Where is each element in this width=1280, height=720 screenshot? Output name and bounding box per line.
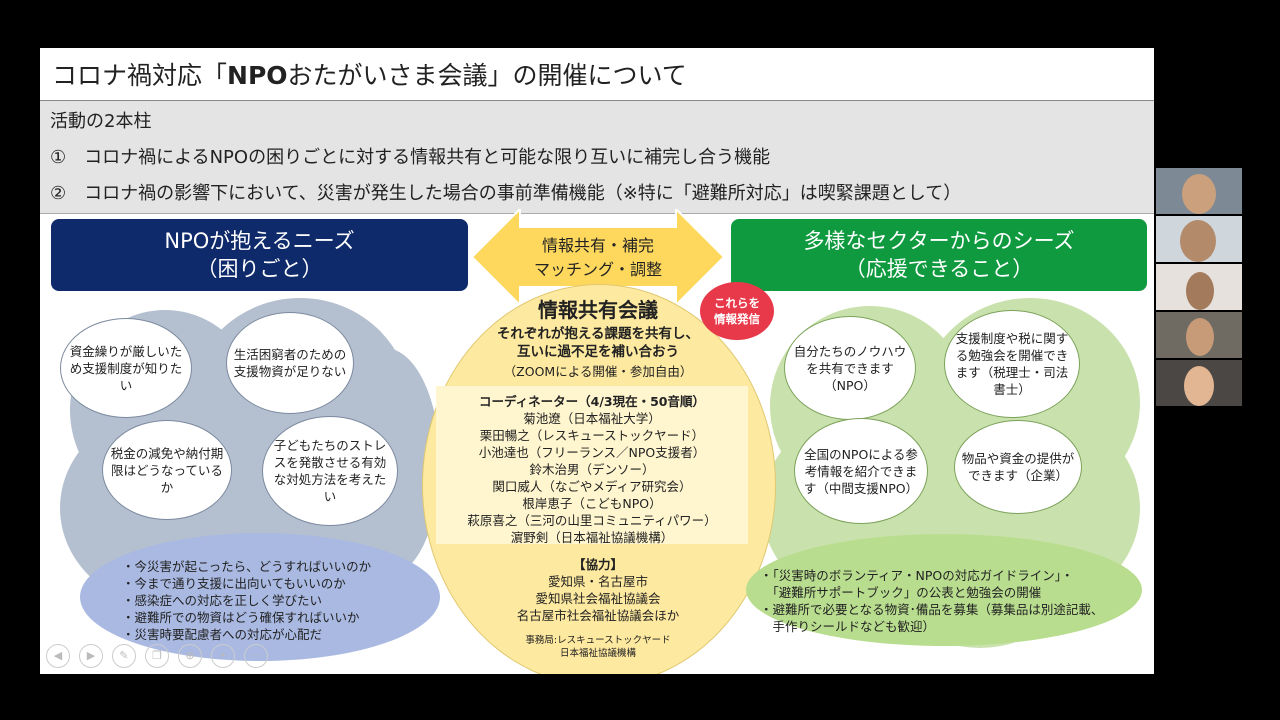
coordinator-item: 濵野剣（日本福祉協議機構）: [510, 530, 674, 545]
coordinator-box: [436, 386, 748, 544]
coordinator-heading: コーディネーター（4/3現在・50音順）: [479, 394, 705, 409]
coordinator-item: 菊池遼（日本福祉大学）: [523, 411, 661, 426]
double-arrow-icon: [472, 209, 724, 305]
coordinator-item: 小池達也（フリーランス／NPO支援者）: [478, 445, 706, 460]
participant-video[interactable]: [1156, 168, 1242, 214]
concern-item: ・感染症への対応を正しく学びたい: [122, 593, 323, 608]
needs-banner-line1: NPOが抱えるニーズ: [164, 229, 355, 253]
participant-face: [1186, 318, 1214, 356]
coop-heading: 【協力】: [572, 557, 623, 572]
badge-line1: これらを: [714, 296, 760, 310]
more-icon[interactable]: ⋯: [244, 644, 268, 668]
coordinator-item: 栗田暢之（レスキューストックヤード）: [479, 428, 705, 443]
participant-face: [1182, 174, 1216, 214]
pillars-heading: 活動の2本柱: [50, 111, 152, 132]
participant-face: [1184, 366, 1214, 406]
support-item: ・「災害時のボランティア・NPOの対応ガイドライン」・: [760, 568, 1074, 583]
needs-bubble-3: 税金の減免や納付期限はどうなっているか: [102, 420, 232, 520]
support-item: 手作りシールドなども歓迎）: [760, 619, 936, 634]
needs-banner-line2: （困りごと）: [196, 257, 323, 281]
support-cloud: [746, 534, 1142, 646]
pillars-section: 活動の2本柱 ① コロナ禍によるNPOの困りごとに対する情報共有と可能な限り互い…: [40, 101, 1154, 214]
arrow-line1: 情報共有・補完: [541, 236, 654, 255]
prev-icon[interactable]: ◀: [46, 644, 70, 668]
participant-face: [1180, 220, 1216, 262]
needs-bubble-4: 子どもたちのストレスを発散させる有効な対処方法を考えたい: [262, 416, 398, 526]
meeting-subtitle: それぞれが抱える課題を共有し、互いに過不足を補い合おう: [460, 325, 736, 361]
participant-video[interactable]: [1156, 264, 1242, 310]
coop-item: 愛知県・名古屋市: [547, 574, 648, 589]
support-item: 「避難所サポートブック」の公表と勉強会の開催: [760, 585, 1042, 600]
secretariat-line1: 事務局:レスキューストックヤード: [525, 635, 671, 646]
zoom-icon[interactable]: ⊕: [178, 644, 202, 668]
badge-line2: 情報発信: [714, 312, 760, 326]
title-bold: NPO: [227, 61, 288, 90]
needs-bubble-2: 生活困窮者のための支援物資が足りない: [226, 312, 354, 414]
copy-icon[interactable]: ❐: [145, 644, 169, 668]
broadcast-badge: これらを情報発信: [700, 282, 774, 340]
seeds-bubble-1: 自分たちのノウハウを共有できます（NPO）: [784, 316, 916, 420]
seeds-banner: 多様なセクターからのシーズ （応援できること）: [731, 219, 1147, 291]
coordinator-item: 萩原喜之（三河の山里コミュニティパワー）: [467, 513, 717, 528]
pen-icon[interactable]: ✎: [112, 644, 136, 668]
slide-title: コロナ禍対応「NPOおたがいさま会議」の開催について: [52, 56, 687, 92]
concern-item: ・災害時要配慮者への対応が心配だ: [122, 627, 323, 642]
title-bar: コロナ禍対応「NPOおたがいさま会議」の開催について: [40, 48, 1154, 101]
presentation-slide: コロナ禍対応「NPOおたがいさま会議」の開催について 活動の2本柱 ① コロナ禍…: [40, 48, 1154, 674]
arrow-line2: マッチング・調整: [533, 260, 662, 279]
seeds-banner-line2: （応援できること）: [844, 257, 1034, 281]
participant-video[interactable]: [1156, 360, 1242, 406]
meeting-subtitle-line2: 互いに過不足を補い合おう: [517, 344, 679, 360]
seeds-bubble-2: 支援制度や税に関する勉強会を開催できます（税理士・司法書士）: [944, 310, 1080, 418]
coordinator-item: 根岸恵子（こどもNPO）: [522, 496, 662, 511]
needs-banner: NPOが抱えるニーズ （困りごと）: [51, 219, 468, 291]
seeds-banner-line1: 多様なセクターからのシーズ: [803, 229, 1075, 253]
title-prefix: コロナ禍対応「: [52, 61, 228, 90]
support-item: ・避難所で必要となる物資･備品を募集（募集品は別途記載、: [760, 602, 1104, 617]
concern-item: ・今災害が起こったら、どうすればいいのか: [122, 559, 372, 574]
coop-item: 愛知県社会福祉協議会: [535, 591, 661, 606]
needs-bubble-1: 資金繰りが厳しいため支援制度が知りたい: [60, 318, 192, 418]
meeting-note: （ZOOMによる開催・参加自由）: [503, 364, 693, 379]
coordinator-item: 関口威人（なごやメディア研究会）: [492, 479, 692, 494]
more-icon[interactable]: •: [211, 644, 235, 668]
secretariat-line2: 日本福祉協議機構: [559, 648, 636, 659]
participant-video[interactable]: [1156, 312, 1242, 358]
concern-item: ・今まで通り支援に出向いてもいいのか: [122, 576, 346, 591]
coop-item: 名古屋市社会福祉協議会ほか: [516, 608, 680, 623]
pillar-2: ② コロナ禍の影響下において、災害が発生した場合の事前準備機能（※特に「避難所対…: [50, 183, 962, 204]
title-suffix: おたがいさま会議」の開催について: [287, 61, 687, 90]
arrow-label: 情報共有・補完マッチング・調整: [500, 234, 696, 282]
next-icon[interactable]: ▶: [79, 644, 103, 668]
meeting-subtitle-line1: それぞれが抱える課題を共有し、: [496, 326, 700, 342]
seeds-bubble-4: 物品や資金の提供ができます（企業）: [954, 420, 1082, 514]
concerns-cloud: [80, 533, 440, 661]
participant-face: [1186, 272, 1214, 310]
participant-video[interactable]: [1156, 216, 1242, 262]
pillar-1: ① コロナ禍によるNPOの困りごとに対する情報共有と可能な限り互いに補完し合う機…: [50, 147, 771, 168]
concern-item: ・避難所での物資はどう確保すればいいか: [122, 610, 360, 625]
coordinator-item: 鈴木治男（デンソー）: [529, 462, 655, 477]
meeting-title: 情報共有会議: [538, 298, 658, 322]
seeds-bubble-3: 全国のNPOによる参考情報を紹介できます（中間支援NPO）: [794, 418, 928, 524]
